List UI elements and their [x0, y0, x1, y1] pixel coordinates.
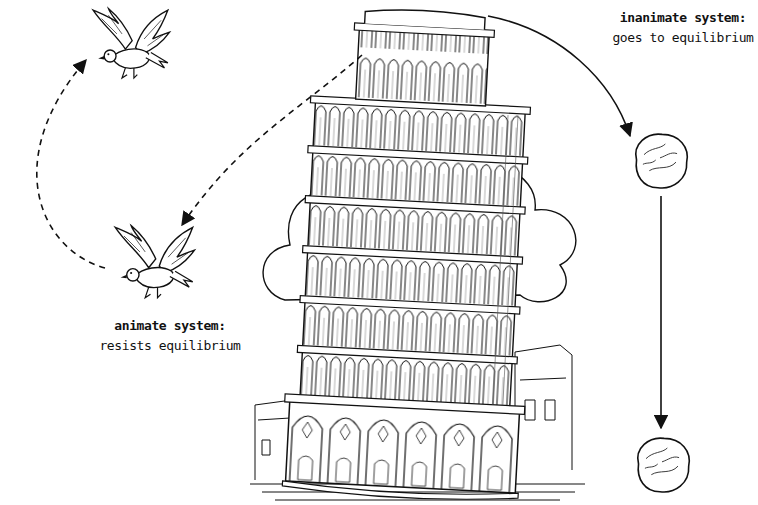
fall-arrow: [660, 196, 662, 428]
system-description: goes to equilibrium: [583, 30, 758, 46]
dove: [115, 226, 194, 298]
system-description: resists equilibrium: [70, 338, 270, 354]
dove: [93, 8, 170, 78]
tower-base: [286, 399, 520, 493]
system-heading: animate system:: [70, 318, 270, 334]
rock: [636, 134, 687, 188]
tower-ledge: [300, 296, 520, 315]
fall-arrow: [488, 16, 630, 136]
flight-arrow: [182, 55, 362, 225]
tower-plinth: [282, 481, 518, 504]
flight-arrow: [37, 60, 105, 268]
tower-ledge: [305, 196, 525, 215]
tower-ledge: [285, 394, 525, 415]
leaning-tower: [280, 4, 545, 503]
tower-cap: [365, 8, 486, 30]
tower-ledge: [303, 246, 523, 265]
rock: [638, 438, 689, 492]
system-heading: inanimate system:: [583, 10, 758, 26]
tower-ledge: [308, 146, 528, 165]
tower-ledge: [297, 345, 517, 364]
tower-belfry: [356, 27, 490, 106]
tower-shading: [493, 115, 518, 405]
